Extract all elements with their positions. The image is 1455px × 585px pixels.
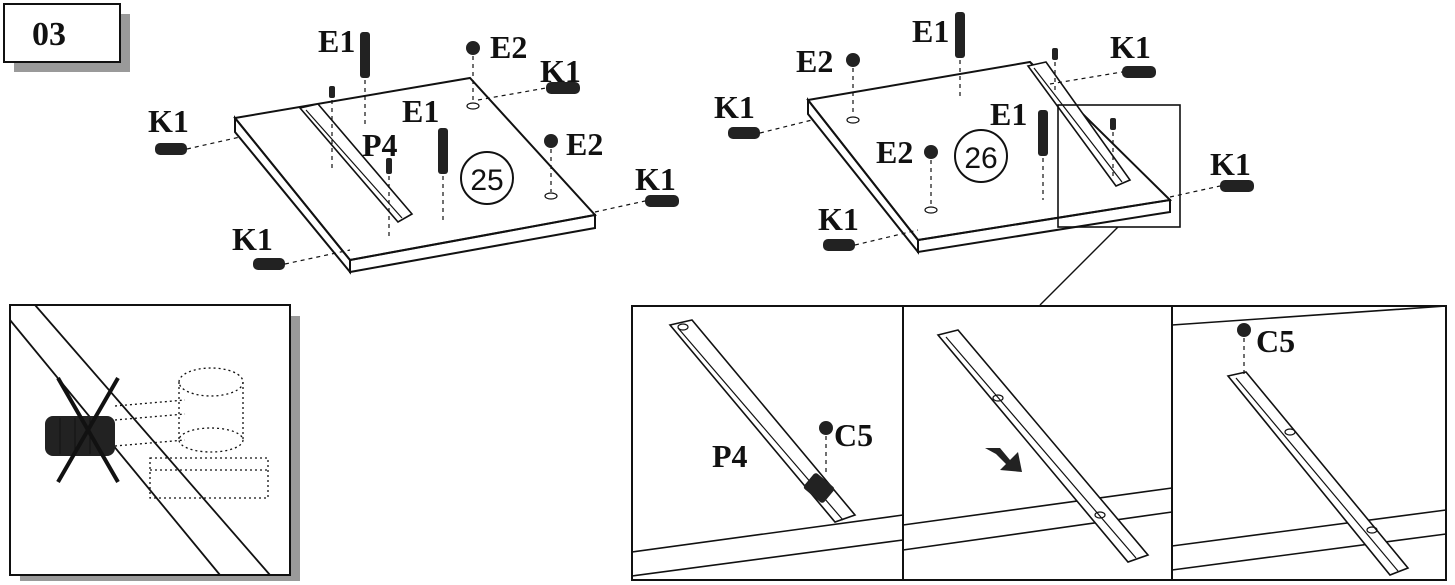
k1-bolt-left-4 — [594, 195, 679, 213]
detail-panel-1: P4 C5 — [631, 319, 904, 577]
label-k1-r3: K1 — [1210, 146, 1251, 182]
detail-panel-dowel — [9, 304, 300, 581]
left-board-assembly: 25 E1 E2 K1 E1 K1 P4 E2 K1 K1 — [148, 23, 679, 275]
label-e1-r2: E1 — [990, 96, 1027, 132]
detail-panel-2 — [902, 329, 1173, 563]
down-arrow-icon — [985, 448, 1022, 472]
e1-screw-right-1 — [955, 12, 965, 100]
k1-bolt-right-4 — [1169, 180, 1254, 198]
label-k1-l3: K1 — [635, 161, 676, 197]
label-e2-l2: E2 — [566, 126, 603, 162]
p4-screw-left — [329, 86, 392, 236]
label-k1-r1: K1 — [1110, 29, 1151, 65]
label-e1-l2: E1 — [402, 93, 439, 129]
e1-screw-right-2 — [1038, 110, 1048, 200]
detail-panel-3: C5 — [1171, 305, 1447, 576]
e1-screw-left-2 — [438, 128, 448, 222]
k1-bolt-right-1 — [728, 119, 813, 139]
step-badge-26-text: 26 — [964, 142, 997, 175]
k1-bolt-right-3 — [1049, 66, 1156, 85]
label-c5-detail-2: C5 — [1256, 323, 1295, 359]
label-e2-l1: E2 — [490, 29, 527, 65]
e2-cam-right-2 — [924, 145, 938, 214]
k1-bolt-right-2 — [823, 229, 919, 251]
label-k1-r2: K1 — [714, 89, 755, 125]
e2-cam-left-1 — [466, 41, 480, 110]
left-board-rail — [298, 103, 414, 224]
e1-screw-left-1 — [360, 32, 370, 125]
step-number-box: 03 — [3, 3, 130, 72]
e2-cam-left-2 — [544, 134, 558, 200]
e2-cam-right-1 — [846, 53, 860, 124]
label-e2-r2: E2 — [876, 134, 913, 170]
detail-strip: P4 C5 C5 — [631, 305, 1447, 581]
label-p4-detail: P4 — [712, 438, 748, 474]
zoom-frame — [1057, 104, 1181, 228]
k1-bolt-left-1 — [155, 136, 241, 155]
k1-bolt-left-2 — [253, 249, 351, 270]
step-badge-25-text: 25 — [470, 164, 503, 197]
label-e2-r1: E2 — [796, 43, 833, 79]
label-e1-r1: E1 — [912, 13, 949, 49]
k1-bolt-left-3 — [477, 82, 580, 101]
c5-screw-right — [1052, 48, 1116, 178]
step-number: 03 — [32, 16, 66, 53]
label-k1-l4: K1 — [232, 221, 273, 257]
label-k1-l1: K1 — [540, 53, 581, 89]
label-k1-r4: K1 — [818, 201, 859, 237]
label-e1-l1: E1 — [318, 23, 355, 59]
right-board-assembly: 26 E1 E2 K1 K1 E1 E2 K1 K1 — [714, 12, 1254, 306]
label-c5-detail-1: C5 — [834, 417, 873, 453]
step-badge-25: 25 — [460, 151, 514, 205]
label-p4-l: P4 — [362, 127, 398, 163]
label-k1-l2: K1 — [148, 103, 189, 139]
step-badge-26: 26 — [954, 129, 1008, 183]
